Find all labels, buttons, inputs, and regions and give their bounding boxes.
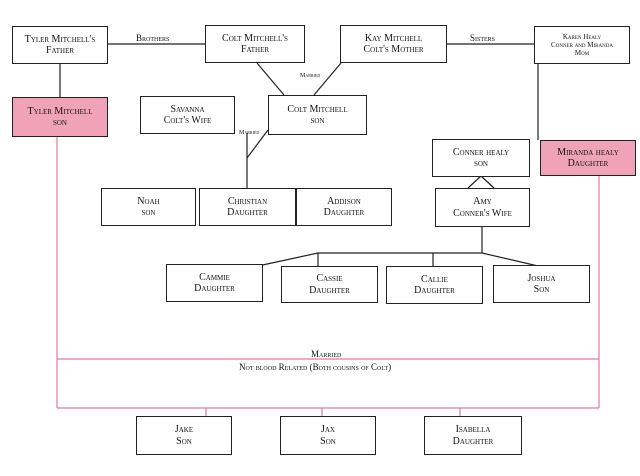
node-line2: son [473, 158, 488, 169]
node-line1: Jax [320, 424, 335, 435]
node-line1: Jake [174, 424, 194, 435]
node-callie[interactable]: Callie Daughter [386, 266, 483, 304]
node-line2: Daughter [567, 158, 609, 169]
node-line2: son [141, 207, 156, 218]
node-tyler-father[interactable]: Tyler Mitchell's Father [12, 26, 108, 64]
node-line1: Joshua [527, 272, 556, 284]
node-colt-father[interactable]: Colt Mitchell's Father [205, 25, 305, 63]
node-miranda[interactable]: Miranda healy Daughter [540, 140, 636, 176]
node-line1: Christian [227, 195, 268, 207]
node-noah[interactable]: Noah son [101, 188, 196, 226]
parents-v-right [313, 62, 342, 96]
node-line2: Father [45, 45, 75, 56]
node-line1: Colt Mitchell [287, 103, 348, 115]
node-line2: son [310, 115, 325, 126]
node-addison[interactable]: Addison Daughter [296, 188, 392, 226]
node-savanna[interactable]: Savanna Colt's Wife [140, 96, 235, 134]
node-line2: Conner and Miranda [551, 40, 613, 49]
label-married-parents: Married [300, 73, 321, 79]
node-line2: Daughter [452, 435, 494, 447]
conner-v-left [467, 175, 482, 189]
node-line1: Isabella [455, 424, 491, 435]
node-joshua[interactable]: Joshua Son [493, 265, 590, 303]
node-line1: Miranda healy [557, 146, 619, 158]
colt-v-right [246, 129, 269, 159]
node-line2: Father [240, 44, 270, 55]
node-line2: son [52, 117, 67, 128]
node-line2: Conner's Wife [453, 207, 512, 219]
node-colt[interactable]: Colt Mitchell son [268, 95, 367, 135]
node-cassie[interactable]: Cassie Daughter [281, 266, 378, 303]
node-line1: Noah [137, 195, 160, 207]
node-line1: Cammie [199, 271, 230, 283]
label-married-colt: Married [239, 130, 260, 136]
node-line2: Daughter [323, 207, 365, 218]
node-line2: Son [176, 435, 192, 447]
node-line1: Savanna [170, 103, 205, 115]
node-line2: Daughter [414, 285, 455, 296]
to-joshua [481, 252, 539, 267]
node-christian[interactable]: Christian Daughter [199, 188, 296, 226]
node-amy[interactable]: Amy Conner's Wife [435, 188, 530, 227]
node-line2: Daughter [227, 207, 268, 218]
node-line1: Addison [327, 195, 361, 207]
node-jax[interactable]: Jax Son [280, 416, 376, 455]
node-kay[interactable]: Kay Mitchell Colt's Mother [340, 25, 447, 63]
node-line2: Son [533, 284, 550, 295]
node-line1: Colt Mitchell's [222, 32, 288, 44]
parents-v-left [256, 62, 285, 96]
label-sisters: Sisters [470, 33, 496, 43]
node-line2: Colt's Wife [163, 115, 212, 126]
node-line1: Callie [421, 273, 448, 285]
node-line1: Tyler Mitchell's [24, 33, 96, 45]
node-line1: Amy [473, 196, 492, 207]
label-not-blood-related: Not blood Related (Both cousins of Colt) [239, 362, 392, 372]
node-line1: Tyler Mitchell [27, 105, 93, 117]
node-line2: Daughter [309, 284, 350, 296]
node-karen[interactable]: Karen Healy Conner and Miranda Mom [534, 26, 630, 64]
node-tyler[interactable]: Tyler Mitchell son [12, 97, 108, 137]
node-line1: Kay Mitchell [364, 32, 423, 44]
node-line2: Colt's Mother [363, 44, 424, 55]
node-line1: Karen Healy [562, 32, 602, 41]
conner-v-right [480, 175, 495, 189]
node-line1: Conner healy [452, 146, 510, 158]
node-cammie[interactable]: Cammie Daughter [166, 264, 263, 302]
node-line2: Daughter [194, 283, 235, 294]
node-line3: Mom [574, 49, 590, 58]
label-married-cousins: Married [311, 349, 342, 359]
node-line1: Cassie [316, 273, 343, 284]
node-conner[interactable]: Conner healy son [432, 139, 530, 177]
node-line2: Son [320, 435, 336, 447]
to-cammie [257, 252, 319, 267]
label-brothers: Brothers [136, 33, 170, 43]
node-isabella[interactable]: Isabella Daughter [424, 416, 522, 455]
node-jake[interactable]: Jake Son [136, 416, 232, 455]
